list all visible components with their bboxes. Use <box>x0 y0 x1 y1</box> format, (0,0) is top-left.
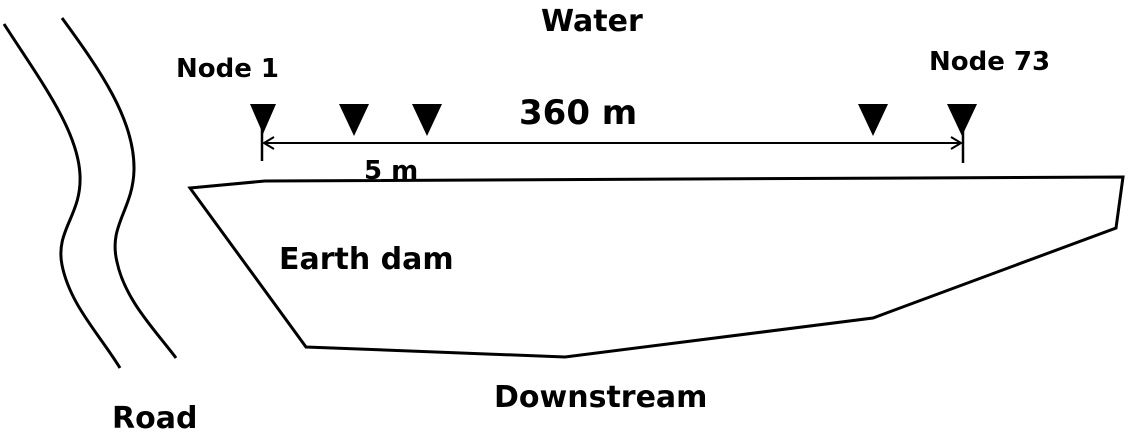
sensor-node-2-icon <box>339 104 369 136</box>
sensor-node-1-icon <box>250 104 276 134</box>
total-length-label: 360 m <box>519 93 637 133</box>
node-last-label: Node 73 <box>929 47 1050 77</box>
road-right-edge <box>60 17 178 359</box>
spacing-label: 5 m <box>364 156 418 186</box>
road-label: Road <box>112 401 197 434</box>
road-left-edge <box>2 23 122 369</box>
dam-label: Earth dam <box>279 242 454 277</box>
sensor-markers <box>250 104 977 136</box>
sensor-node-73-icon <box>947 104 977 136</box>
sensor-node-72-icon <box>858 104 888 136</box>
dimension-arrow-right <box>950 136 963 150</box>
earth-dam-body <box>187 175 1125 359</box>
node-first-label: Node 1 <box>176 54 279 84</box>
downstream-label: Downstream <box>494 380 707 415</box>
sensor-node-3-icon <box>412 104 442 136</box>
dimension-arrow-left <box>262 136 275 150</box>
water-label: Water <box>541 4 643 39</box>
